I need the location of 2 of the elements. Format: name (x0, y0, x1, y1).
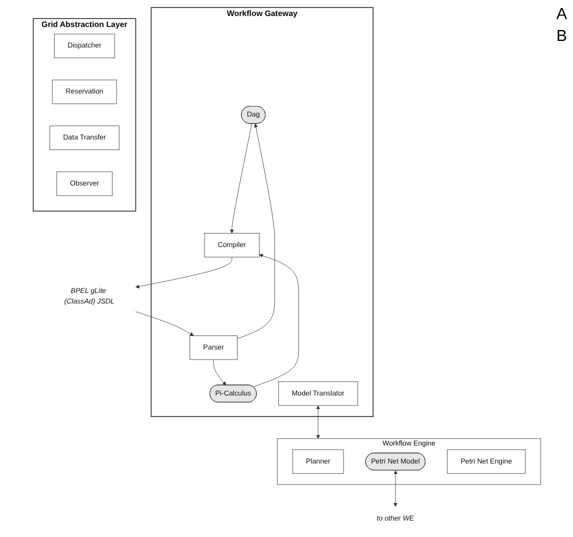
callout-letter: B (556, 28, 567, 46)
callout-letter: A (556, 6, 567, 24)
